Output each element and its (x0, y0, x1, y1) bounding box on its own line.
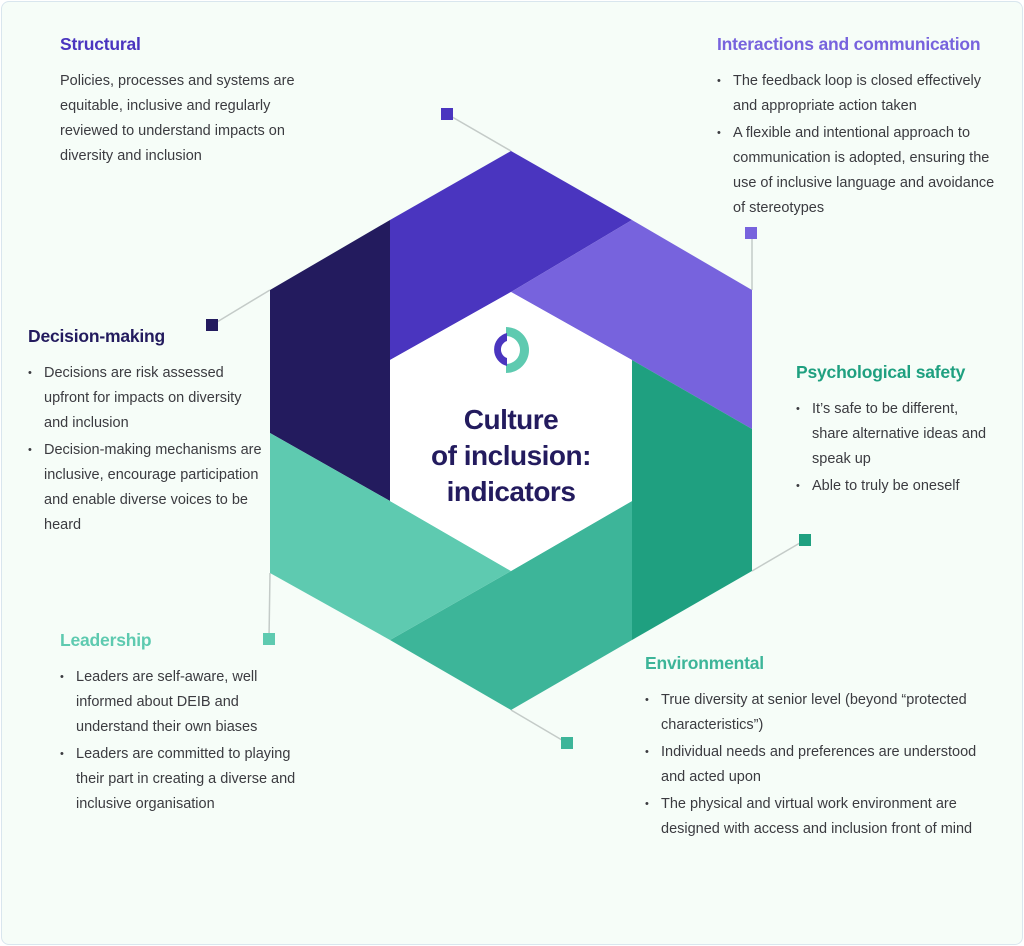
section-interactions: Interactions and communication The feedb… (717, 33, 1007, 223)
list-item: It’s safe to be different, share alterna… (796, 397, 996, 472)
section-title: Structural (60, 34, 141, 54)
section-title: Psychological safety (796, 362, 966, 382)
list-item: Decisions are risk assessed upfront for … (28, 361, 263, 436)
title-line: Culture (463, 404, 559, 435)
section-title: Decision-making (28, 326, 166, 346)
center-hexagon (390, 292, 632, 571)
list-item: True diversity at senior level (beyond “… (645, 688, 1000, 738)
center-title: Culture of inclusion: indicators (400, 402, 622, 510)
segment-psychological (632, 360, 752, 640)
section-environmental: Environmental True diversity at senior l… (645, 652, 1000, 844)
connector-structural (446, 113, 512, 152)
section-decision: Decision-making Decisions are risk asses… (28, 325, 263, 540)
section-leadership: Leadership Leaders are self-aware, well … (60, 629, 310, 819)
connector-leadership (268, 572, 271, 640)
culture-logo-icon (494, 327, 529, 373)
list-item: A flexible and intentional approach to c… (717, 121, 1007, 221)
segment-decision (270, 220, 390, 501)
marker-psychological (799, 534, 811, 546)
section-title: Leadership (60, 630, 152, 650)
connector-environmental (510, 709, 568, 744)
list-item: Leaders are committed to playing their p… (60, 742, 310, 817)
section-structural: Structural Policies, processes and syste… (60, 33, 310, 169)
list-item: Individual needs and preferences are und… (645, 740, 1000, 790)
segment-environmental (390, 501, 632, 710)
list-item: The feedback loop is closed effectively … (717, 69, 1007, 119)
section-title: Interactions and communication (717, 34, 981, 54)
title-line: of inclusion: (431, 440, 591, 471)
marker-interactions (745, 227, 757, 239)
marker-decision (206, 319, 218, 331)
list-item: Decision-making mechanisms are inclusive… (28, 438, 263, 538)
list-item: Able to truly be oneself (796, 474, 996, 499)
marker-environmental (561, 737, 573, 749)
marker-structural (441, 108, 453, 120)
section-psychological: Psychological safety It’s safe to be dif… (796, 361, 996, 501)
section-body: Policies, processes and systems are equi… (60, 73, 295, 164)
connector-decision (211, 289, 271, 326)
segment-interactions (511, 220, 752, 429)
list-item: Leaders are self-aware, well informed ab… (60, 665, 310, 740)
section-title: Environmental (645, 653, 764, 673)
segment-structural (390, 151, 632, 360)
segment-leadership (270, 433, 511, 640)
list-item: The physical and virtual work environmen… (645, 792, 1000, 842)
title-line: indicators (446, 476, 576, 507)
connector-psychological (751, 539, 806, 572)
marker-leadership (263, 633, 275, 645)
